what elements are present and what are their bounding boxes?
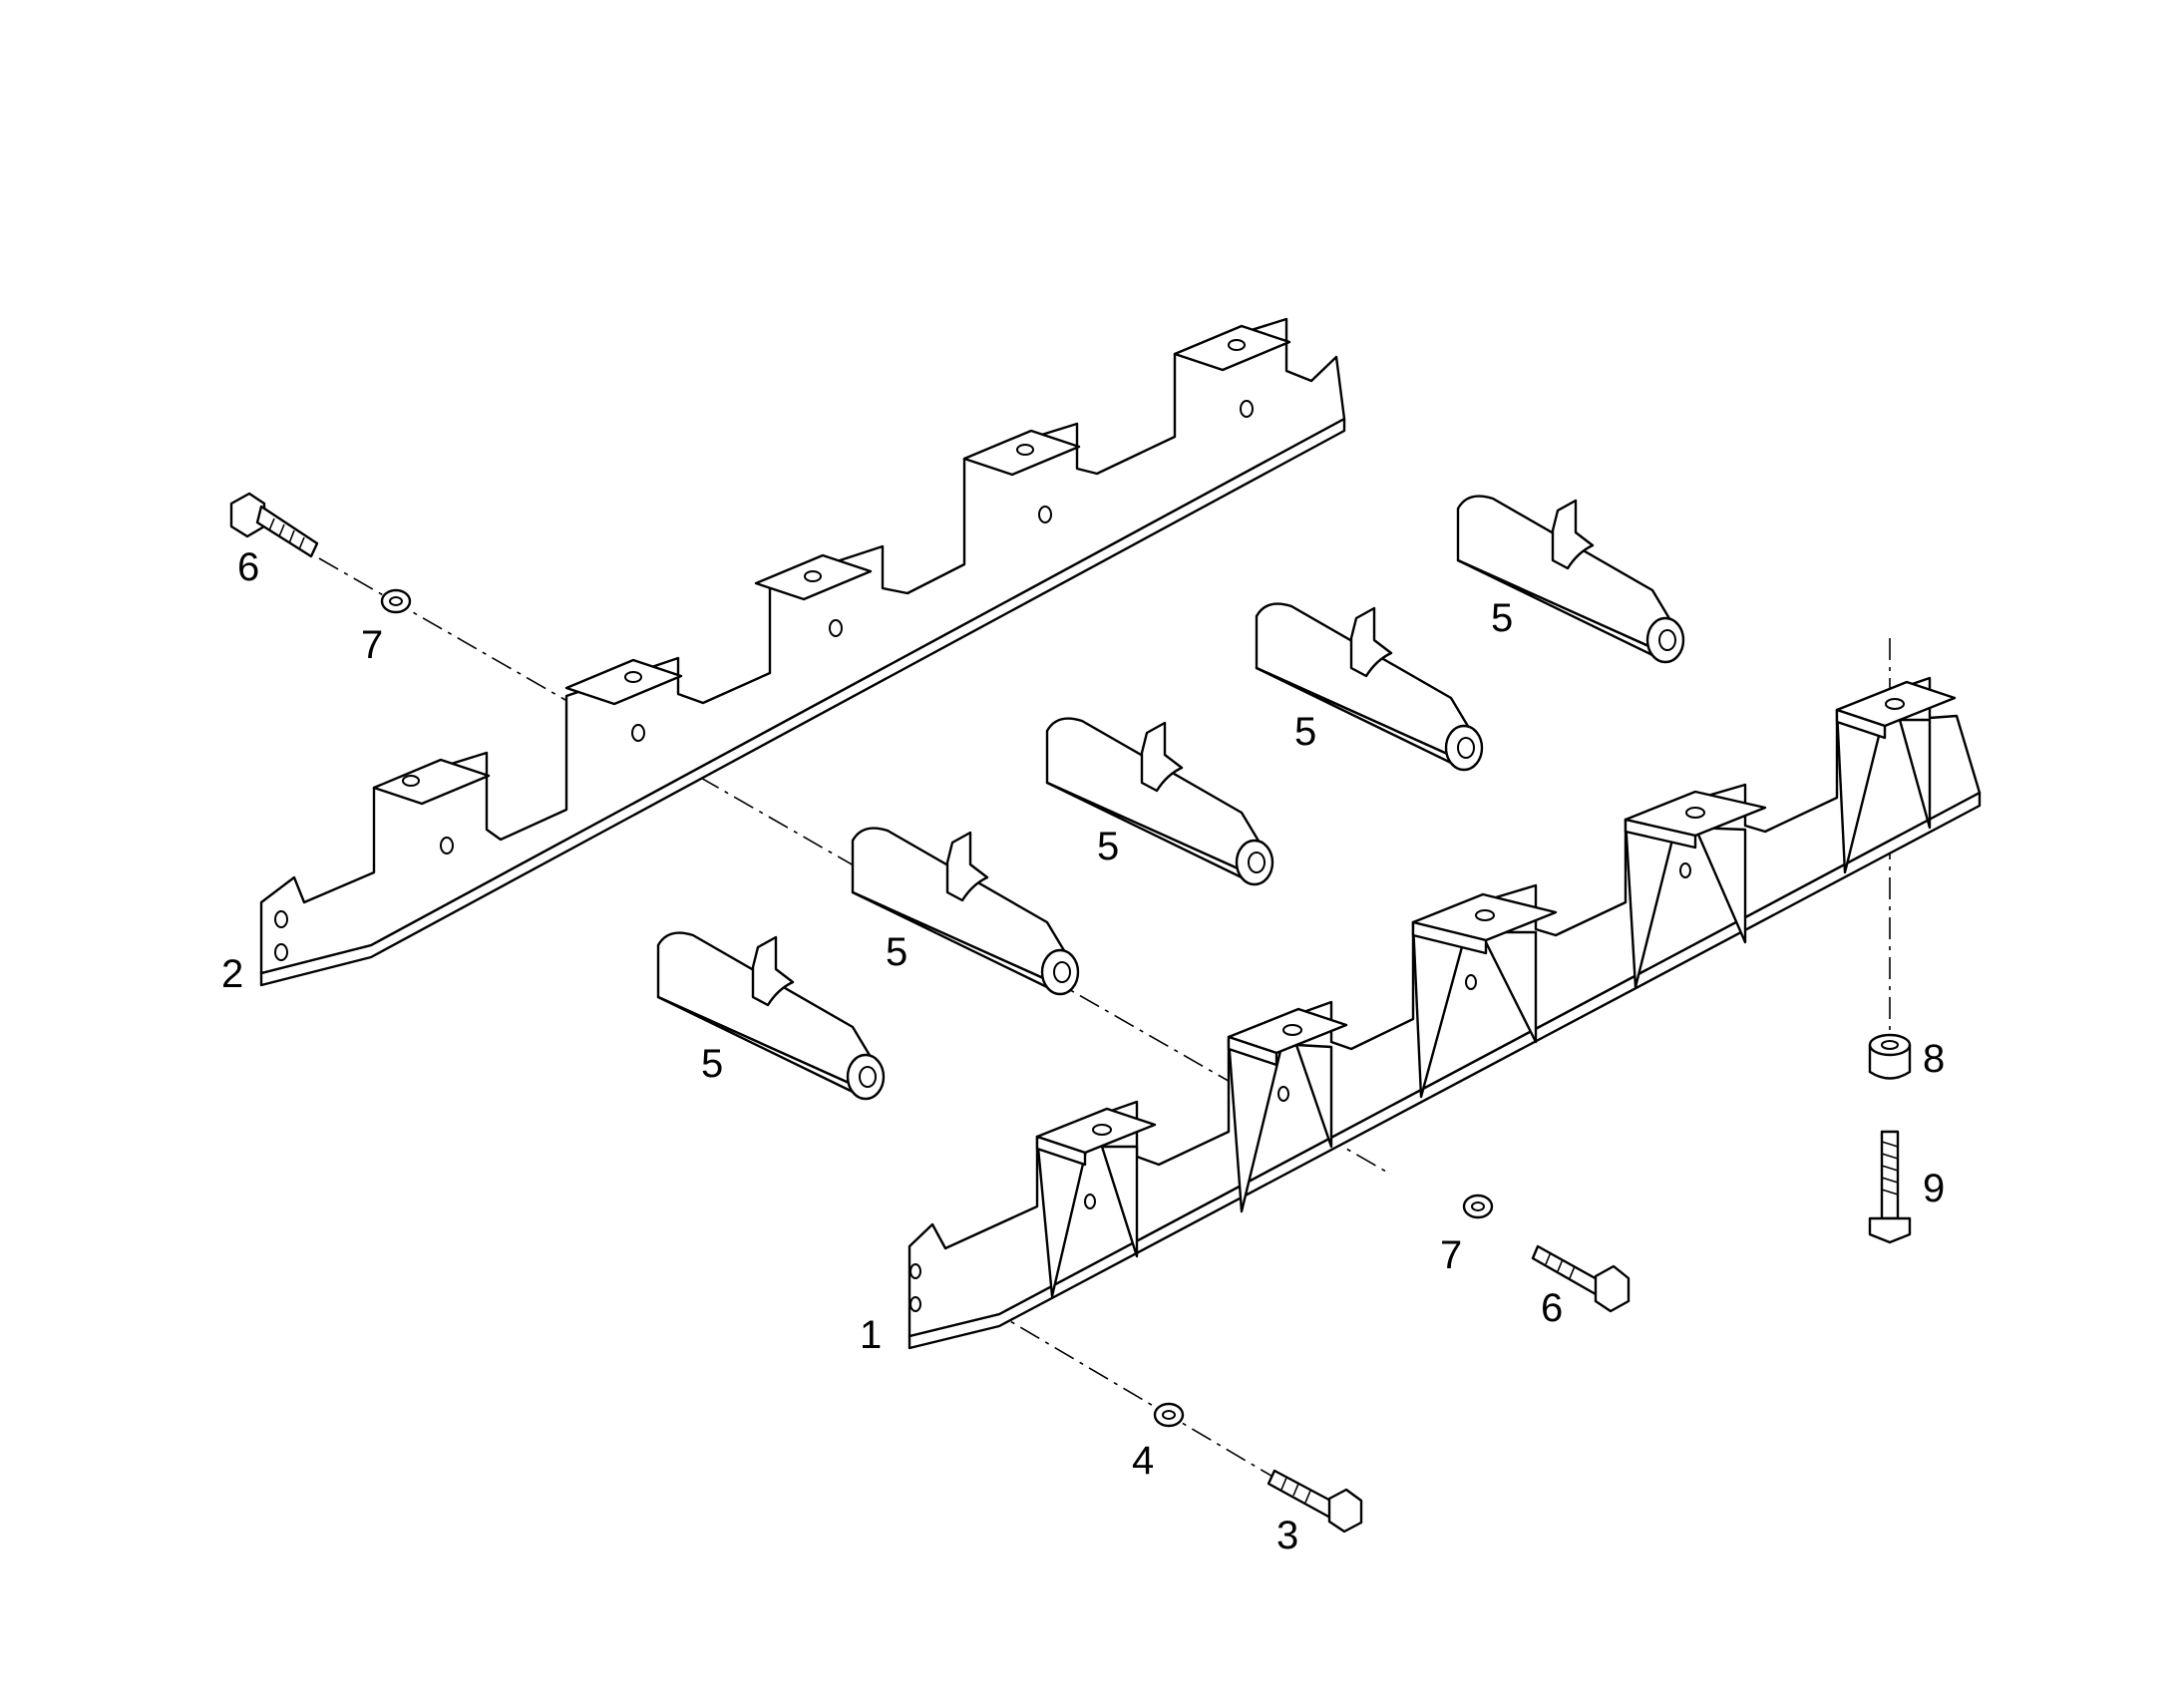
- callout-7a: 7: [361, 623, 383, 667]
- callout-1: 1: [860, 1313, 882, 1357]
- rail-part-1: [908, 676, 1982, 1350]
- washer-7-upper: [380, 588, 412, 614]
- callout-6a: 6: [237, 545, 259, 589]
- callout-8: 8: [1923, 1037, 1945, 1081]
- spacer-8: [1868, 1033, 1912, 1080]
- callout-6b: 6: [1541, 1286, 1563, 1330]
- roller-block-5b: [851, 827, 1080, 996]
- roller-block-5c: [1045, 717, 1274, 886]
- callout-4: 4: [1132, 1439, 1154, 1483]
- callout-5c: 5: [1097, 825, 1119, 868]
- callout-2: 2: [221, 952, 243, 996]
- roller-block-5a: [656, 931, 886, 1101]
- callout-5e: 5: [1491, 596, 1513, 640]
- callout-5a: 5: [701, 1042, 723, 1086]
- callout-9: 9: [1923, 1167, 1945, 1210]
- bolt-3: [1267, 1469, 1363, 1534]
- callout-3: 3: [1276, 1514, 1298, 1557]
- assembly-center-lines: [318, 557, 1891, 1492]
- callout-7b: 7: [1440, 1233, 1462, 1277]
- washer-7-lower: [1462, 1194, 1494, 1219]
- callout-labels: 1 2 3 4 5 5 5 5 5 6 6 7 7 8 9: [221, 545, 1945, 1557]
- bolt-9: [1868, 1130, 1912, 1244]
- washer-4: [1153, 1402, 1185, 1428]
- callout-5b: 5: [886, 930, 908, 974]
- rail-part-2: [259, 317, 1346, 987]
- roller-block-5e: [1456, 495, 1685, 664]
- bolt-6-upper: [229, 492, 319, 558]
- roller-block-5d: [1255, 602, 1484, 772]
- bolt-6-lower: [1531, 1244, 1631, 1313]
- callout-5d: 5: [1294, 710, 1316, 754]
